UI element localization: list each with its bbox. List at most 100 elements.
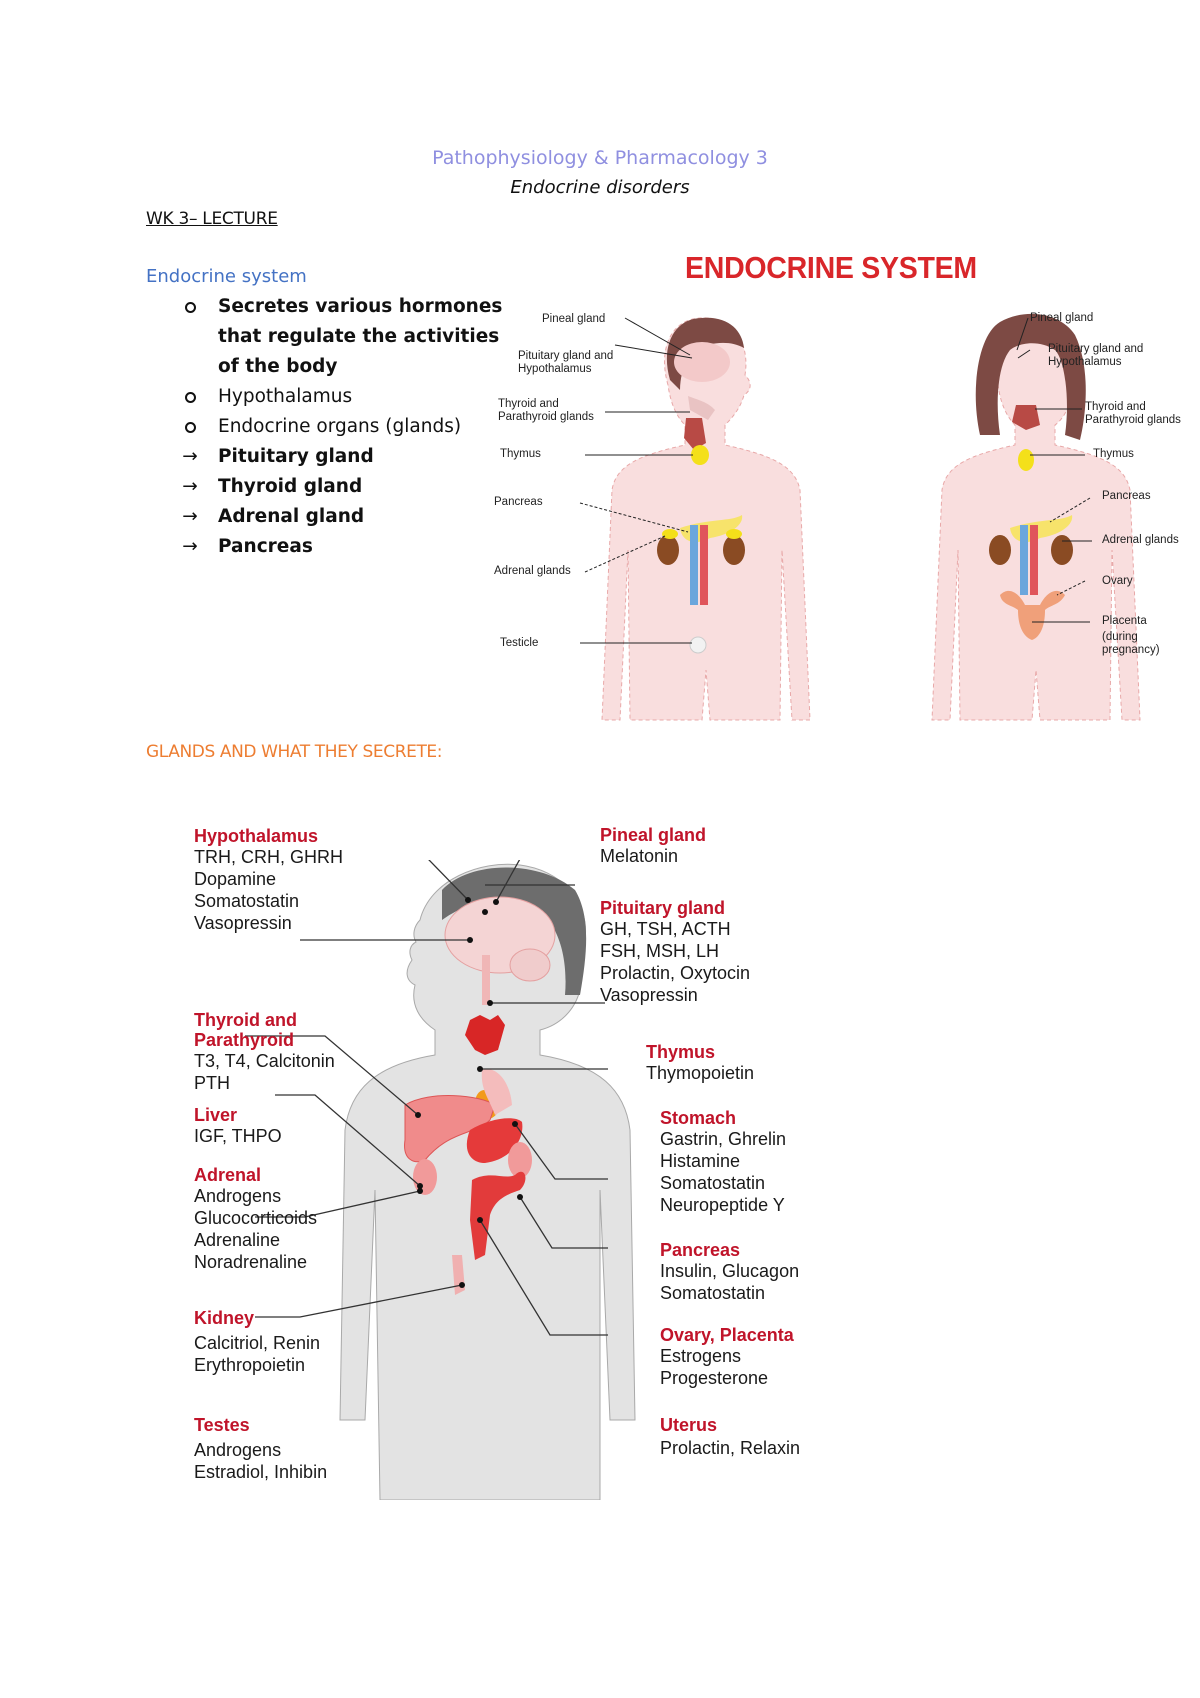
arrow-bullet-icon: → — [182, 476, 198, 497]
hormone-item: Progesterone — [660, 1368, 769, 1388]
hormone-item: FSH, MSH, LH — [600, 941, 720, 961]
list-item: Hypothalamus — [178, 382, 508, 412]
hormone-item: GH, TSH, ACTH — [600, 919, 731, 939]
bullet-text: Endocrine organs (glands) — [218, 416, 462, 437]
arrow-bullet-icon: → — [182, 536, 198, 557]
hormone-item: TRH, CRH, GHRH — [194, 847, 343, 867]
hormone-item: Somatostatin — [660, 1173, 766, 1193]
label-female-adrenal: Adrenal glands — [1102, 534, 1179, 546]
gland-name: Kidney — [194, 1308, 255, 1328]
hormone-item: Estradiol, Inhibin — [194, 1462, 328, 1482]
hormone-item: Noradrenaline — [194, 1252, 308, 1272]
bullet-text: Pituitary gland — [218, 446, 374, 467]
hormone-item: Somatostatin — [194, 891, 300, 911]
label-female-pancreas: Pancreas — [1102, 490, 1151, 502]
gland-block-testes: Testes Androgens Estradiol, Inhibin — [194, 1415, 327, 1483]
glands-secretions-figure: Hypothalamus TRH, CRH, GHRH Dopamine Som… — [180, 825, 860, 1500]
hormone-item: Calcitriol, Renin — [194, 1333, 321, 1353]
label-male-pineal: Pineal gland — [542, 313, 606, 325]
label-male-pituitary: Pituitary gland and Hypothalamus — [518, 350, 614, 375]
gland-name: Pituitary gland — [600, 898, 726, 918]
hormone-item: Dopamine — [194, 869, 277, 889]
gland-name: Liver — [194, 1105, 238, 1125]
gland-block-stomach: Stomach Gastrin, Ghrelin Histamine Somat… — [660, 1108, 786, 1216]
hormone-item: Androgens — [194, 1440, 282, 1460]
week-label: WK 3– LECTURE — [146, 209, 278, 229]
label-male-testicle: Testicle — [500, 637, 539, 649]
gland-block-pineal: Pineal gland Melatonin — [600, 825, 706, 867]
gland-name: Thymus — [646, 1042, 716, 1062]
label-female-pineal: Pineal gland — [1030, 312, 1094, 324]
gland-name: Hypothalamus — [194, 826, 319, 846]
gland-block-uterus: Uterus Prolactin, Relaxin — [660, 1415, 800, 1459]
gland-block-pituitary: Pituitary gland GH, TSH, ACTH FSH, MSH, … — [600, 898, 750, 1006]
hormone-item: Somatostatin — [660, 1283, 766, 1303]
hormone-item: Vasopressin — [194, 913, 292, 933]
hormone-item: Histamine — [660, 1151, 741, 1171]
hormone-item: Melatonin — [600, 846, 679, 866]
label-male-adrenal: Adrenal glands — [494, 565, 571, 577]
label-female-placenta-note: (during pregnancy) — [1102, 631, 1160, 656]
label-female-thymus: Thymus — [1093, 448, 1134, 460]
hormone-item: Prolactin, Relaxin — [660, 1438, 801, 1458]
list-item: → Thyroid gland — [178, 472, 508, 502]
gland-block-adrenal: Adrenal Androgens Glucocorticoids Adrena… — [194, 1165, 317, 1273]
hormone-item: Gastrin, Ghrelin — [660, 1129, 787, 1149]
male-body-icon — [601, 317, 811, 721]
bullet-text: Hypothalamus — [218, 386, 353, 407]
bullet-text: Pancreas — [218, 536, 313, 557]
gland-name: Ovary, Placenta — [660, 1325, 794, 1345]
gland-name: Testes — [194, 1415, 250, 1435]
gland-block-liver: Liver IGF, THPO — [194, 1105, 282, 1147]
gland-block-pancreas: Pancreas Insulin, Glucagon Somatostatin — [660, 1240, 799, 1304]
list-item: → Pituitary gland — [178, 442, 508, 472]
endocrine-bullet-list: Secretes various hormones that regulate … — [178, 292, 508, 562]
hormone-item: Estrogens — [660, 1346, 742, 1366]
hormone-item: Vasopressin — [600, 985, 698, 1005]
circle-bullet-icon — [180, 382, 200, 412]
label-female-ovary: Ovary — [1102, 575, 1133, 587]
arrow-bullet-icon: → — [182, 446, 198, 467]
label-male-pancreas: Pancreas — [494, 496, 543, 508]
glands-heading: GLANDS AND WHAT THEY SECRETE: — [146, 742, 443, 762]
gland-name: Pancreas — [660, 1240, 741, 1260]
gland-name: Adrenal — [194, 1165, 262, 1185]
list-item: Endocrine organs (glands) — [178, 412, 508, 442]
figure-title: ENDOCRINE SYSTEM — [685, 250, 977, 285]
body-outline-illustration — [245, 860, 636, 1500]
hormone-item: Thymopoietin — [646, 1063, 755, 1083]
bullet-text: Secretes various hormones that regulate … — [218, 296, 503, 377]
gland-name: Stomach — [660, 1108, 737, 1128]
gland-name: Thyroid and Parathyroid — [194, 1010, 297, 1050]
circle-bullet-icon — [180, 412, 200, 442]
bullet-text: Adrenal gland — [218, 506, 365, 527]
label-male-thymus: Thymus — [500, 448, 541, 460]
body-illustration-male-female — [579, 313, 1141, 721]
label-male-thyroid: Thyroid and Parathyroid glands — [498, 398, 594, 423]
list-item: Secretes various hormones that regulate … — [178, 292, 508, 382]
label-female-pituitary: Pituitary gland and Hypothalamus — [1048, 343, 1144, 368]
section-heading-endocrine-system: Endocrine system — [146, 266, 307, 287]
gland-name: Pineal gland — [600, 825, 707, 845]
gland-block-kidney: Kidney Calcitriol, Renin Erythropoietin — [194, 1308, 320, 1376]
bullet-text: Thyroid gland — [218, 476, 363, 497]
gland-block-thyroid: Thyroid and Parathyroid T3, T4, Calciton… — [194, 1010, 335, 1094]
document-subtitle: Endocrine disorders — [510, 177, 690, 198]
course-title: Pathophysiology & Pharmacology 3 — [432, 147, 768, 169]
gland-block-hypothalamus: Hypothalamus TRH, CRH, GHRH Dopamine Som… — [194, 826, 343, 934]
hormone-item: PTH — [194, 1073, 230, 1093]
list-item: → Pancreas — [178, 532, 508, 562]
gland-block-ovary-placenta: Ovary, Placenta Estrogens Progesterone — [660, 1325, 794, 1389]
hormone-item: Erythropoietin — [194, 1355, 306, 1375]
list-item: →Adrenal gland — [178, 502, 508, 532]
hormone-item: Glucocorticoids — [194, 1208, 318, 1228]
circle-bullet-icon — [180, 292, 200, 322]
hormone-item: Prolactin, Oxytocin — [600, 963, 751, 983]
gland-name: Uterus — [660, 1415, 718, 1435]
label-female-placenta: Placenta — [1102, 615, 1147, 627]
hormone-item: Insulin, Glucagon — [660, 1261, 800, 1281]
gland-block-thymus: Thymus Thymopoietin — [646, 1042, 754, 1084]
hormone-item: IGF, THPO — [194, 1126, 282, 1146]
hormone-item: Neuropeptide Y — [660, 1195, 785, 1215]
hormone-item: T3, T4, Calcitonin — [194, 1051, 335, 1071]
